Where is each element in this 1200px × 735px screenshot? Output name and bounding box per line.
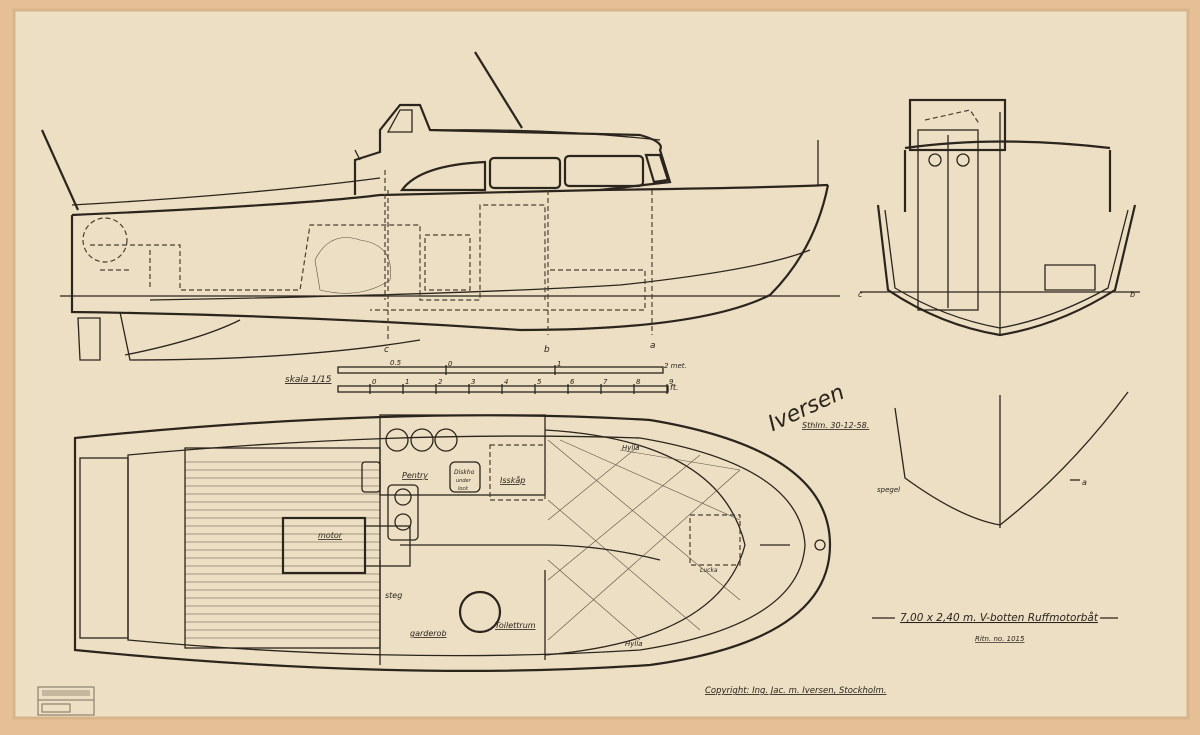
transom-marker-a: a <box>1082 478 1087 487</box>
label-sink: Diskho <box>454 469 475 476</box>
section-marker-b: b <box>1130 290 1135 299</box>
station-marker-b: b <box>544 345 550 355</box>
copyright: Copyright: Ing. Jac. m. Iversen, Stockho… <box>705 686 886 696</box>
feet-tick-label: 1 <box>405 378 409 386</box>
cross-section-view <box>860 98 1140 337</box>
scale-label: skala 1/15 <box>285 375 332 385</box>
metric-unit: 2 met. <box>664 362 687 370</box>
feet-tick-label: 4 <box>504 378 508 386</box>
feet-tick-label: 7 <box>603 378 608 386</box>
drawing-number: Ritn. no. 1015 <box>975 635 1025 643</box>
transom-view <box>894 391 1129 528</box>
museum-stamp <box>37 686 95 716</box>
feet-tick-label: 6 <box>570 378 575 386</box>
label-shelf-bottom: Hylla <box>625 640 643 648</box>
metric-tick-1: 1 <box>557 360 561 368</box>
feet-tick-label: 9 <box>669 378 674 386</box>
label-shelf-top: Hylla <box>622 444 640 452</box>
metric-tick-0: 0 <box>448 360 453 368</box>
section-marker-c: c <box>858 290 863 299</box>
label-sink-under: under <box>456 478 472 484</box>
feet-tick-label: 5 <box>537 378 542 386</box>
drawing-title: 7,00 x 2,40 m. V-botten Ruffmotorbåt <box>900 611 1099 624</box>
mirror-label: spegel <box>877 486 900 494</box>
scale-bar: skala 1/15 0.5 0 1 2 met. 0 1 2 3 4 5 6 7 8 9 ft. <box>285 359 687 394</box>
feet-tick-label: 0 <box>372 378 377 386</box>
feet-unit: ft. <box>670 383 679 392</box>
label-motor: motor <box>318 531 343 540</box>
label-sink-lock: lock <box>458 486 469 492</box>
label-step: steg <box>385 591 402 600</box>
feet-tick-label: 8 <box>636 378 641 386</box>
station-marker-c: c <box>384 345 389 355</box>
paper-sheet <box>14 10 1188 718</box>
label-wardrobe: garderob <box>410 629 447 638</box>
label-icebox: Isskåp <box>500 475 525 485</box>
station-marker-a: a <box>650 341 656 351</box>
label-pentry: Pentry <box>402 471 428 480</box>
label-toilet: Toilettrum <box>495 621 536 630</box>
date-label: Sthlm. 30-12-58. <box>802 421 869 430</box>
label-hatch: Lucka <box>700 567 718 574</box>
side-profile-view <box>40 51 840 361</box>
feet-tick-label: 2 <box>438 378 443 386</box>
feet-tick-label: 3 <box>471 378 475 386</box>
plan-view <box>73 414 832 672</box>
metric-tick-half: 0.5 <box>390 359 402 367</box>
